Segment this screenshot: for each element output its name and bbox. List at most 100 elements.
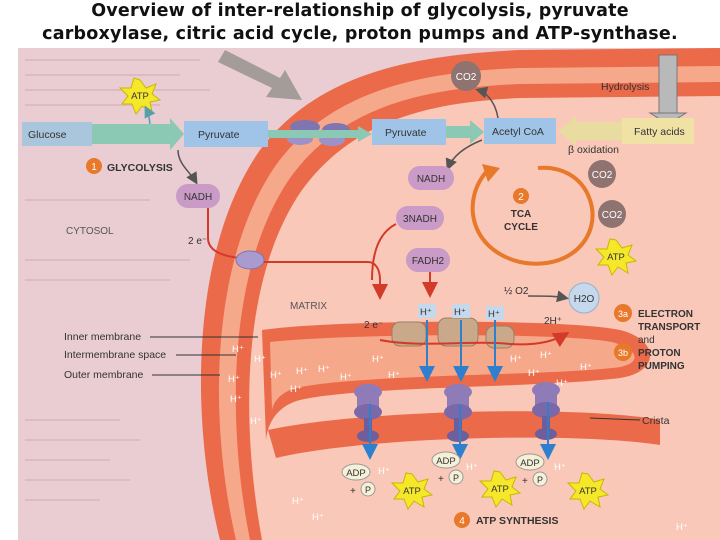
tca-cycle-arrowhead [482,164,500,182]
matrix-label: MATRIX [290,301,327,312]
pump-step-circle [614,343,632,361]
pump-label-line2: PUMPING [638,361,685,372]
electron-shuttle [235,250,265,270]
h-plus-ims-10: H⁺ [290,384,302,395]
nadh-cyto-electron-arrow [207,208,241,259]
pump-step-number: 3b [618,348,628,358]
atp-synthesis-step-circle [454,512,470,528]
hydrolysis-arrow-shaft [658,54,678,116]
adp-label-3: ADP [520,458,540,469]
oxygen-to-water-arrow [527,290,569,303]
hydrolysis-label: Hydrolysis [601,81,649,93]
atp-label-tca: ATP [607,252,625,263]
pi-label-2: P [453,473,459,483]
atp-synthase-3 [532,382,560,440]
co2-top-circle [451,61,481,91]
pyruvate-transport-arrowhead [358,126,372,142]
h-plus-atp-2: H⁺ [466,462,478,473]
co2-right-label-1: CO2 [592,170,613,181]
h-plus-ims-3: H⁺ [228,374,240,385]
atp-label-synthesis-3: ATP [579,486,597,497]
atp-synthase-1 [354,384,382,442]
atp-synthesis-step-number: 4 [459,516,465,527]
inner-membrane-label: Inner membrane [64,331,141,343]
pyruvate-cyto-label: Pyruvate [198,129,240,141]
atp-star-glycolysis: ATP [118,77,162,116]
pi-label-1: P [365,485,371,495]
h-plus-pump-2: H⁺ [454,307,466,318]
h-plus-ims-7: H⁺ [340,372,352,383]
glycolysis-step-circle [86,158,102,174]
nadh-cyto-box [176,184,220,208]
cytosol-label: CYTOSOL [66,226,114,237]
crista-pointer [589,417,641,421]
nadh-cyto-label: NADH [184,192,212,203]
plus-2: + [438,474,444,485]
h-plus-ims-11: H⁺ [230,394,242,405]
h-plus-ims-13: H⁺ [540,350,552,361]
co2-top-arrow [475,86,499,119]
h-plus-ims-18: H⁺ [292,496,304,507]
acetylcoa-to-nadh-arrow [445,139,483,171]
h-plus-pump-3: H⁺ [488,309,500,320]
h-plus-ims-15: H⁺ [556,378,568,389]
figure-title: Overview of inter-relationship of glycol… [0,0,720,46]
tca-label-line2: CYCLE [504,222,538,233]
h-plus-ims-4: H⁺ [270,370,282,381]
atp-star-tca: ATP [594,238,638,277]
h-plus-ims-14: H⁺ [528,368,540,379]
atp-synthesis-label: ATP SYNTHESIS [476,515,558,527]
etc-step-circle [614,304,632,322]
pyruvate-carboxylase-arrow [218,50,302,100]
h-plus-ims-17: H⁺ [250,416,262,427]
glucose-box [22,122,92,146]
pyruvate-cyto-box [184,121,268,147]
adp-label-1: ADP [346,468,366,479]
plus-3: + [522,476,528,487]
acetyl-coa-label: Acetyl CoA [492,126,544,138]
intermembrane-space-label: Intermembrane space [64,349,166,361]
pi-label-3: P [537,475,543,485]
atp-synthesis-group-3: ADP H⁺ + P ATP [515,453,610,511]
adp-label-2: ADP [436,456,456,467]
crista-label: Crista [642,415,670,427]
atp-synthesis-group-1: ADP H⁺ + P ATP [341,463,434,511]
fadh2-label: FADH2 [412,256,445,267]
h-plus-ims-6: H⁺ [318,364,330,375]
h-plus-ims-5: H⁺ [296,366,308,377]
two-h-label: 2H⁺ [544,316,562,327]
etc-label-line1: ELECTRON [638,309,693,320]
outer-membrane-label: Outer membrane [64,369,144,381]
etc-label-line3: and [638,335,655,346]
h-plus-atp-1: H⁺ [378,466,390,477]
acetyl-coa-box [484,118,556,144]
crista-inner [270,335,635,410]
plus-1: + [350,486,356,497]
atp-label-glycolysis: ATP [131,91,149,102]
electron-transport-complexes [391,317,515,349]
h-plus-pump-1: H⁺ [420,307,432,318]
h-plus-ims-9: H⁺ [388,370,400,381]
h2o-circle [568,282,600,314]
pump-label-line1: PROTON [638,348,681,359]
half-o2-label: ½ O2 [504,286,529,297]
three-nadh-box [396,206,444,230]
fadh2-box [406,248,450,272]
glycolysis-label: GLYCOLYSIS [107,162,173,174]
h-plus-ims-8: H⁺ [372,354,384,365]
co2-right-circle-2 [598,200,626,228]
two-electrons-matrix-label: 2 e⁻ [364,320,383,331]
intermembrane-protons: H⁺ H⁺ H⁺ H⁺ H⁺ H⁺ H⁺ H⁺ H⁺ H⁺ H⁺ H⁺ H⁺ H… [228,344,688,533]
pyruvate-matrix-label: Pyruvate [385,127,427,139]
beta-oxidation-label: β oxidation [568,144,619,156]
atp-label-synthesis-2: ATP [491,484,509,495]
glycolysis-to-nadh-arrow [177,149,198,185]
h-plus-atp-3: H⁺ [554,462,566,473]
glycolysis-step-number: 1 [91,162,97,173]
fatty-acid-to-acetylcoa-arrow [558,116,624,146]
h-plus-ims-12: H⁺ [510,354,522,365]
nadh-matrix-box [408,166,454,190]
glucose-to-pyruvate-arrow [92,118,184,150]
nadh-matrix-label: NADH [417,174,445,185]
